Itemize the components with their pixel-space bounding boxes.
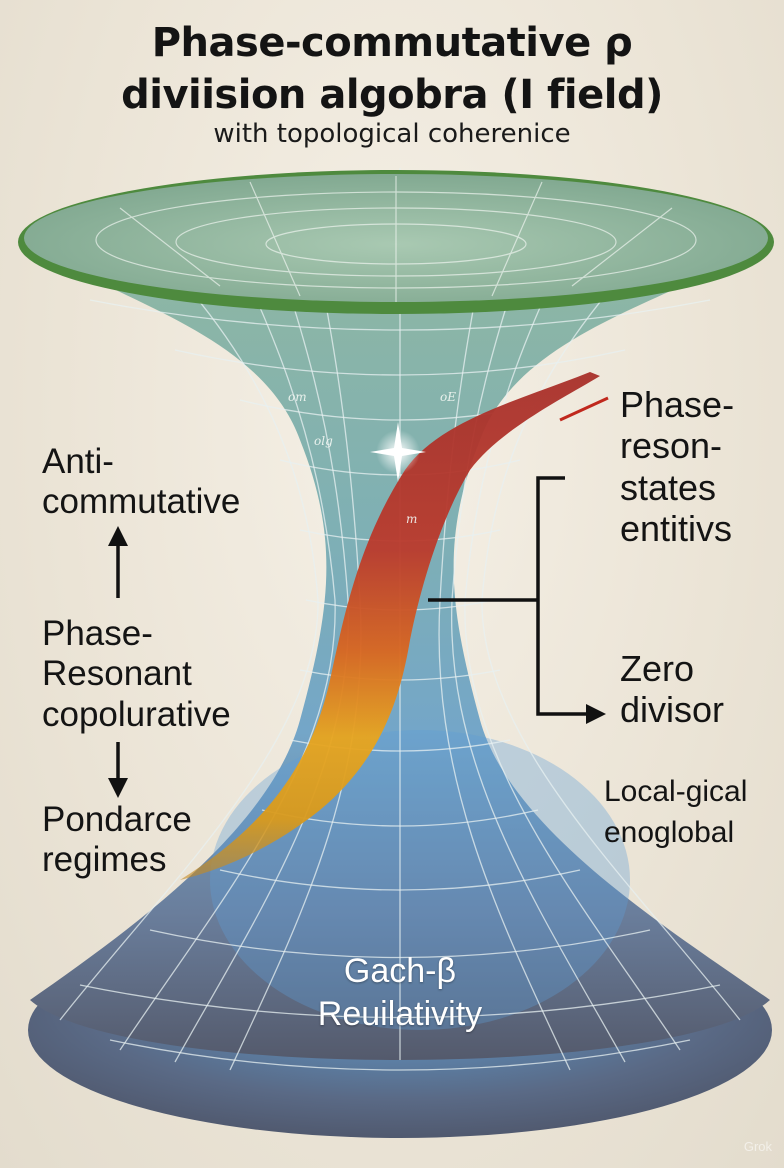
grid-note-3: olg <box>314 434 333 448</box>
label-zero-divisor: Zero divisor <box>620 648 724 731</box>
label-line: divisor <box>620 689 725 731</box>
pointer-line-red <box>559 396 609 422</box>
label-local-gical: Local-gical enoglobal <box>604 772 747 853</box>
grid-note-4: m <box>406 512 418 526</box>
opening-grid <box>95 176 697 302</box>
right-bracket <box>428 476 590 716</box>
grid-note-2: oE <box>440 390 456 404</box>
grid-note-1: om <box>288 390 307 404</box>
label-line: reson- <box>620 425 723 467</box>
label-line: Anti- <box>42 442 114 481</box>
phase-band <box>180 372 600 880</box>
subtitle: with topological coherenice <box>213 119 571 149</box>
label-line: Phase- <box>620 384 735 425</box>
grid-parallels <box>79 299 721 1071</box>
label-line: states <box>620 466 717 508</box>
label-line: Zero <box>620 648 695 689</box>
label-line: enoglobal <box>604 815 735 849</box>
label-phase-resonant: Phase- Resonant copolurative <box>42 614 231 735</box>
label-line: Local-gical <box>604 775 748 808</box>
bracket-arrowhead <box>586 704 606 724</box>
title-line-2: diviision algobra (I field) <box>121 72 663 118</box>
label-line: Pondarce <box>42 800 192 839</box>
title-line-1: Phase-commutative ρ <box>151 20 633 66</box>
arrow-up-head <box>108 526 128 546</box>
sparkle <box>370 422 426 482</box>
label-line: commutative <box>42 482 241 522</box>
center-line-1: Gach-β <box>343 952 457 990</box>
label-line: regimes <box>42 840 167 880</box>
label-line: Phase- <box>42 614 153 653</box>
label-phase-reson-states: Phase- reson- states entitivs <box>620 384 734 550</box>
center-label: Gach-β Reuilativity <box>250 950 550 1035</box>
label-line: entitivs <box>620 508 733 550</box>
label-anti-commutative: Anti- commutative <box>42 442 240 523</box>
center-line-2: Reuilativity <box>317 994 483 1033</box>
label-pondarce-regimes: Pondarce regimes <box>42 800 192 881</box>
arrow-down-head <box>108 778 128 798</box>
watermark: Grok <box>743 1139 772 1154</box>
label-line: copolurative <box>42 694 231 734</box>
label-line: Resonant <box>42 654 192 694</box>
